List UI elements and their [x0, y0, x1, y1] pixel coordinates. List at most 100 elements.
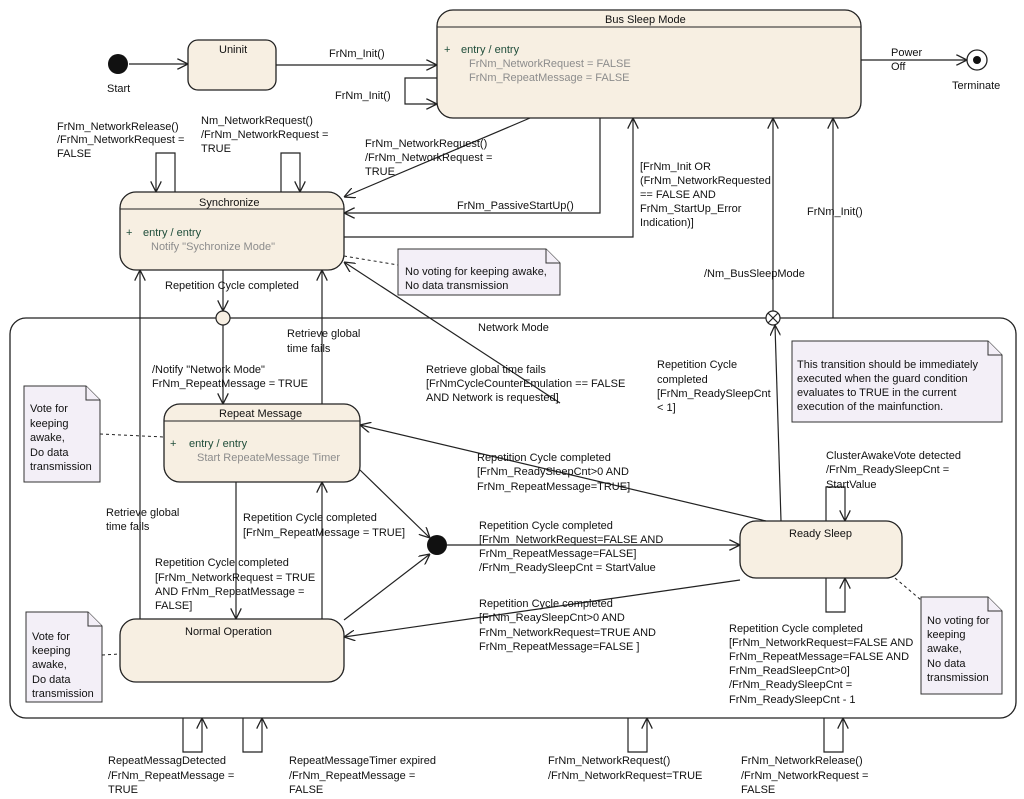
transition-label: /Notify "Network Mode" [152, 364, 265, 376]
transition-label: [FrNm_ReaySleepCnt>0 AND [479, 612, 625, 624]
transition-label: /FrNm_NetworkRequest = [201, 129, 328, 141]
svg-text:Ready Sleep: Ready Sleep [789, 528, 852, 540]
svg-text:Synchronize: Synchronize [199, 197, 260, 209]
svg-text:awake,: awake, [30, 432, 65, 444]
transition-label: Repetition Cycle completed [155, 557, 289, 569]
svg-text:Start: Start [107, 83, 130, 95]
transition-label: ClusterAwakeVote detected [826, 450, 961, 462]
transition-label: time fails [106, 521, 150, 533]
transition-label: Retrieve global time fails [426, 364, 546, 376]
transition-label: /FrNm_NetworkRequest=TRUE [548, 770, 702, 782]
transition-label: /FrNm_NetworkRequest = [365, 152, 492, 164]
transition-label: Repetition Cycle completed [479, 520, 613, 532]
transition-label: /Nm_BusSleepMode [704, 268, 805, 280]
transition-label: Retrieve global [106, 507, 179, 519]
svg-text:Start RepeateMessage Timer: Start RepeateMessage Timer [197, 452, 340, 464]
svg-text:Normal Operation: Normal Operation [185, 626, 272, 638]
transition-label: (FrNm_NetworkRequested [640, 175, 771, 187]
note-repeat-message: Vote for keeping awake, Do data transmis… [23, 385, 101, 483]
svg-text:keeping: keeping [32, 645, 71, 657]
transition-labels: FrNm_Init() FrNm_Init() Power Off FrNm_N… [57, 47, 961, 796]
transition-label: Nm_NetworkRequest() [201, 115, 313, 127]
svg-text:execution of the mainfunction.: execution of the mainfunction. [797, 401, 943, 413]
transition-label: Off [891, 61, 906, 73]
transition-label: FALSE [57, 148, 91, 160]
transition-label: Retrieve global [287, 328, 360, 340]
initial-pseudostate: Start [107, 54, 130, 95]
svg-text:transmission: transmission [30, 461, 92, 473]
svg-text:No voting for keeping awake,: No voting for keeping awake, [405, 266, 547, 278]
svg-text:FrNm_RepeatMessage = FALSE: FrNm_RepeatMessage = FALSE [469, 72, 630, 84]
note-immediate-transition: This transition should be immediately ex… [791, 340, 1003, 423]
transition-label: FrNm_RepeatMessage = TRUE [152, 378, 308, 390]
svg-text:transmission: transmission [32, 688, 94, 700]
transition-label: Repetition Cycle completed [477, 452, 611, 464]
transition-label: FrNm_NetworkRequest() [548, 755, 670, 767]
transition-label: == FALSE AND [640, 189, 716, 201]
svg-text:keeping: keeping [30, 418, 69, 430]
repeat-message-state: Repeat Message + entry / entry Start Rep… [163, 403, 361, 483]
junction-point [427, 535, 447, 555]
svg-text:executed when the guard condi: executed when the guard condition [797, 373, 968, 385]
svg-text:No voting for: No voting for [927, 615, 990, 627]
transition-label: FrNm_StartUp_Error [640, 203, 742, 215]
transition-label: /FrNm_RepeatMessage = [108, 770, 234, 782]
transition-label: FrNm_ReadySleepCnt - 1 [729, 694, 856, 706]
note-ready-sleep: No voting for keeping awake, No data tra… [920, 596, 1003, 695]
svg-text:+: + [170, 438, 176, 450]
transition-label: Indication)] [640, 217, 694, 229]
transition-label: Repetition Cycle completed [729, 623, 863, 635]
transition-label: [FrNm_NetworkRequest=FALSE AND [479, 534, 663, 546]
transition-label: [FrNm_NetworkRequest=FALSE AND [729, 637, 913, 649]
network-mode-state: Network Mode [9, 317, 1017, 719]
transition-label: /FrNm_ReadySleepCnt = StartValue [479, 562, 656, 574]
svg-text:Repeat Message: Repeat Message [219, 408, 302, 420]
svg-text:Vote for: Vote for [30, 403, 68, 415]
svg-text:entry / entry: entry / entry [143, 227, 202, 239]
svg-text:Notify "Sychronize Mode": Notify "Sychronize Mode" [151, 241, 275, 253]
svg-text:+: + [126, 227, 132, 239]
transition-label: completed [657, 374, 708, 386]
transition-label: AND Network is requested] [426, 392, 559, 404]
transition-label: /FrNm_RepeatMessage = [289, 770, 415, 782]
transition-label: FrNm_NetworkRequest=TRUE AND [479, 627, 656, 639]
transition-label: Repetition Cycle completed [165, 280, 299, 292]
svg-text:This transition should be imme: This transition should be immediately [797, 359, 978, 371]
transition-label: FrNm_ReadSleepCnt>0] [729, 665, 850, 677]
transition-label: FrNm_PassiveStartUp() [457, 200, 574, 212]
svg-text:entry / entry: entry / entry [461, 44, 520, 56]
uninit-state: Uninit [187, 39, 277, 91]
transition-label: [FrNm_ReadySleepCnt>0 AND [477, 466, 629, 478]
svg-text:FrNm_NetworkRequest = FALSE: FrNm_NetworkRequest = FALSE [469, 58, 631, 70]
svg-text:Bus Sleep Mode: Bus Sleep Mode [605, 14, 686, 26]
svg-text:awake,: awake, [927, 643, 962, 655]
transition-label: FALSE [741, 784, 775, 796]
transition-label: FALSE] [155, 600, 192, 612]
transition-label: FrNm_NetworkRelease() [741, 755, 863, 767]
svg-text:Uninit: Uninit [219, 44, 247, 56]
transition-label: FrNm_RepeatMessage=FALSE] [479, 548, 636, 560]
transition-label: Repetition Cycle completed [479, 598, 613, 610]
note-normal-operation: Vote for keeping awake, Do data transmis… [25, 611, 103, 703]
transition-label: /FrNm_ReadySleepCnt = [826, 464, 949, 476]
transition-label: [FrNm_NetworkRequest = TRUE [155, 572, 315, 584]
transition-label: AND FrNm_RepeatMessage = [155, 586, 304, 598]
transition-label: FrNm_NetworkRelease() [57, 121, 179, 133]
transition-label: FrNm_RepeatMessage=FALSE ] [479, 641, 640, 653]
transition-label: /FrNm_ReadySleepCnt = [729, 679, 852, 691]
transition-label: /FrNm_NetworkRequest = [57, 134, 184, 146]
network-mode-title: Network Mode [478, 322, 549, 334]
transition-label: /FrNm_NetworkRequest = [741, 770, 868, 782]
transition-label: TRUE [365, 166, 395, 178]
transition-label: TRUE [108, 784, 138, 796]
transition-label: FrNm_RepeatMessage=FALSE AND [729, 651, 909, 663]
svg-text:Vote for: Vote for [32, 631, 70, 643]
transition-label: [FrNm_RepeatMessage = TRUE] [243, 527, 405, 539]
svg-text:keeping: keeping [927, 629, 966, 641]
svg-text:entry / entry: entry / entry [189, 438, 248, 450]
transition-label: Power [891, 47, 923, 59]
transition-label: FrNm_RepeatMessage=TRUE] [477, 481, 630, 493]
transition-label: [FrNm_ReadySleepCnt [657, 388, 771, 400]
transition-label: FrNm_Init() [335, 90, 391, 102]
